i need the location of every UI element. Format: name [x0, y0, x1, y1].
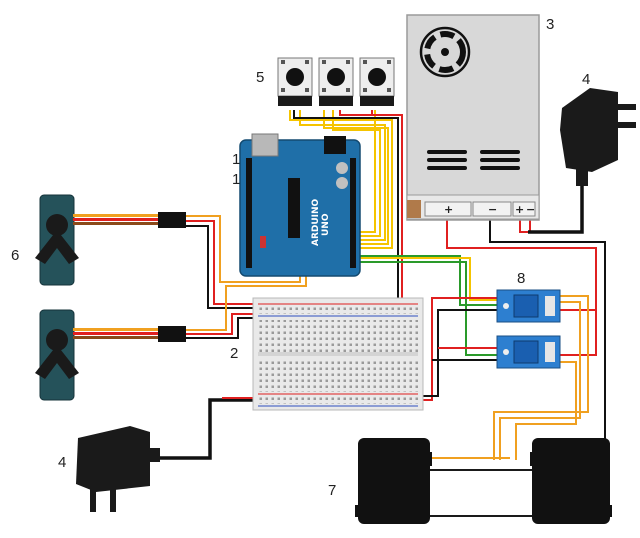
wire-servo2-gnd	[185, 317, 255, 339]
component-labels: 1 1 2 3 4 4 5 6 7 8	[11, 16, 590, 499]
wire-servo1-vcc	[185, 220, 255, 305]
wall-adapter-bottom	[76, 426, 160, 512]
wire-relay2-signal	[355, 261, 497, 356]
wire-relay1-signal	[355, 255, 497, 306]
wire-psu-plus	[446, 215, 597, 311]
wire-arduino-yellow-out	[355, 257, 497, 301]
power-supply: + − + −	[406, 14, 540, 221]
wire-psu-minus	[489, 215, 606, 480]
push-button-1	[277, 57, 313, 106]
wire-servo2-vcc	[185, 313, 255, 335]
servo-motor-1	[35, 194, 186, 286]
breadboard	[252, 297, 424, 411]
psu-terminals: + − + −	[424, 201, 536, 217]
label-motor: 7	[328, 482, 336, 499]
arduino-brand-text: UNO	[321, 213, 331, 236]
wire-servo1-gnd	[185, 225, 255, 309]
psu-minus-small-label: −	[526, 203, 535, 216]
wire-servo2-signal	[185, 262, 307, 331]
wire-relay1-motor	[499, 301, 581, 460]
label-arduino-b: 1	[232, 171, 240, 188]
push-button-2	[318, 57, 354, 106]
psu-minus-label: −	[488, 203, 497, 216]
arduino-subbrand-text: ARDUINO	[311, 198, 321, 246]
label-adapter-bottom: 4	[58, 454, 66, 471]
fan-icon	[419, 26, 471, 78]
wire-relay1-gnd	[410, 309, 497, 397]
wall-adapter-top	[560, 88, 636, 186]
label-adapter-top: 4	[582, 71, 590, 88]
wire-button3-signal	[355, 110, 376, 233]
linear-actuator-motor	[355, 438, 612, 524]
psu-plus-small-label: +	[515, 203, 524, 216]
wire-button-yellow-c	[323, 110, 389, 245]
servo-motor-2	[35, 309, 186, 401]
wire-adapter-top-cable	[528, 185, 584, 234]
wire-relay2-motor	[515, 361, 577, 460]
label-relays: 8	[517, 270, 525, 287]
wire-adapter-bottom-cable	[150, 398, 255, 460]
push-buttons	[277, 57, 395, 106]
vent-slots-right	[480, 150, 520, 170]
arduino-uno: UNO ARDUINO	[239, 133, 361, 277]
wire-button2-signal	[332, 110, 381, 237]
label-buttons: 5	[256, 69, 264, 86]
label-breadboard: 2	[230, 345, 238, 362]
push-button-3	[359, 57, 395, 106]
label-servos: 6	[11, 247, 19, 264]
wire-psu-input-red	[519, 214, 531, 233]
wire-psu-plus-b	[560, 310, 597, 356]
label-arduino-a: 1	[232, 151, 240, 168]
vent-slots-left	[427, 150, 467, 170]
relay-module-2	[496, 335, 561, 369]
psu-plus-label: +	[444, 203, 453, 216]
relay-module-1	[496, 289, 561, 323]
wire-button-yellow-b	[289, 110, 393, 249]
label-power-supply: 3	[546, 16, 554, 33]
wire-relay-motor-b	[493, 295, 589, 460]
